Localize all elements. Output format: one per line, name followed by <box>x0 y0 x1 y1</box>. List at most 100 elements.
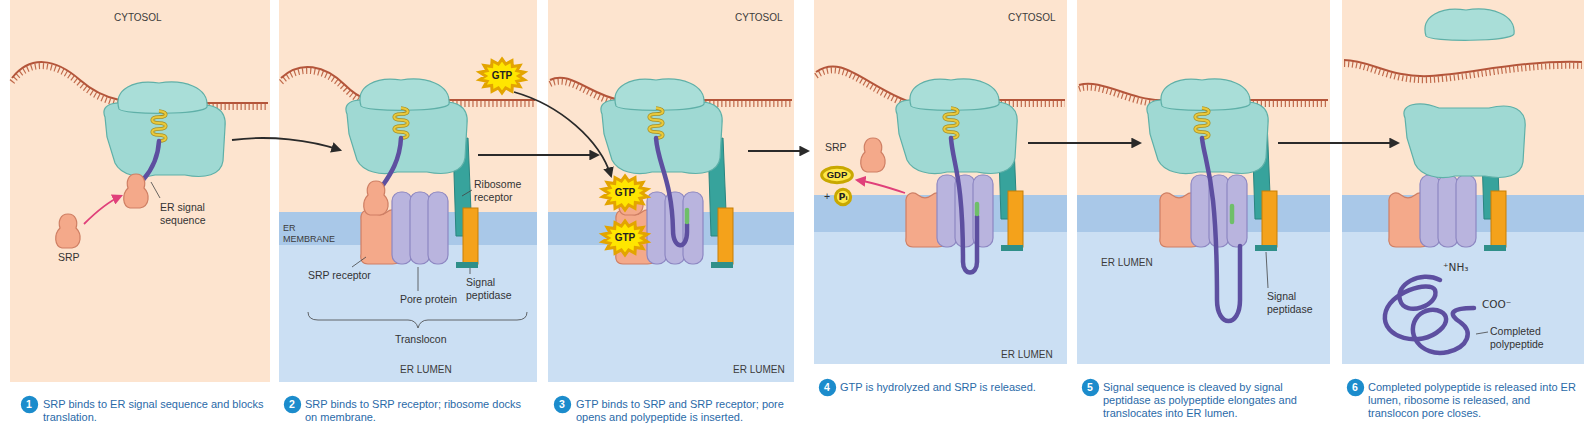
illustration-use <box>152 111 166 141</box>
illustration-use <box>104 103 225 177</box>
illustration-path <box>975 204 980 214</box>
region-label: ER MEMBRANE <box>283 223 335 245</box>
phosphate-circle: Pᵢ <box>835 189 851 205</box>
illustration-use <box>944 108 958 138</box>
illustration-rect <box>10 0 270 382</box>
illustration-path <box>1230 206 1235 222</box>
illustration-path <box>514 92 611 176</box>
gtp-burst-text: GTP <box>615 233 636 243</box>
region-label: ER LUMEN <box>733 364 785 376</box>
step-number: 2 <box>285 397 300 412</box>
part-label: Pore protein <box>400 293 457 306</box>
illustration-use <box>346 100 467 174</box>
step-number: 3 <box>555 397 570 412</box>
illustration-rect <box>1342 0 1584 195</box>
illustration-path <box>1028 142 1140 144</box>
bracket-label: Translocon <box>395 333 447 346</box>
illustration-use <box>364 181 388 215</box>
step-number-outline <box>22 397 36 411</box>
step-number-text: 5 <box>1087 382 1093 393</box>
step-number: 5 <box>1083 380 1098 395</box>
illustration-path <box>816 70 1065 110</box>
illustration-path <box>462 190 472 196</box>
phosphate-circle-text: Pᵢ <box>838 192 847 202</box>
phosphate-circle-outline <box>835 189 850 204</box>
illustration-path <box>84 196 121 224</box>
part-label: SRP <box>58 251 80 264</box>
gdp-oval-text: GDP <box>827 170 848 180</box>
illustration-path <box>1278 142 1398 144</box>
illustration-rect <box>1077 0 1330 195</box>
illustration-use <box>1161 79 1250 110</box>
step-number-outline <box>555 397 569 411</box>
illustration-path <box>151 182 160 198</box>
step-number-outline <box>285 397 299 411</box>
step-caption: SRP binds to ER signal sequence and bloc… <box>43 398 265 424</box>
gdp-oval-outline <box>822 167 853 182</box>
gtp-burst-outline <box>603 176 648 210</box>
region-label: ER LUMEN <box>1001 349 1053 361</box>
step-number-text: 2 <box>289 399 295 410</box>
part-label: Completed polypeptide <box>1490 325 1562 350</box>
step-number: 4 <box>820 380 835 395</box>
illustration-path <box>478 154 598 156</box>
illustration-rect <box>279 0 537 212</box>
illustration-use <box>1195 108 1209 138</box>
step-caption: Completed polypeptide is released into E… <box>1368 381 1583 421</box>
illustration-use <box>56 214 80 248</box>
gtp-burst-text: GTP <box>492 71 513 81</box>
illustration-use <box>910 79 999 110</box>
illustration-path <box>1202 138 1240 321</box>
gdp-oval: GDP <box>821 167 853 183</box>
illustration-path <box>308 312 527 328</box>
illustration-rect <box>814 232 1067 364</box>
illustration-path <box>143 141 159 180</box>
step-number-text: 4 <box>824 382 830 393</box>
part-label: Ribosome receptor <box>474 178 536 203</box>
illustration-path <box>1344 60 1582 76</box>
illustration-rect <box>548 0 794 212</box>
part-label: SRP receptor <box>308 269 371 282</box>
illustration-use <box>124 174 148 208</box>
illustration-path <box>1476 332 1488 334</box>
part-label: ER signal sequence <box>160 201 222 226</box>
region-label: ER LUMEN <box>400 364 452 376</box>
illustration-use <box>1404 104 1525 178</box>
gtp-burst-outline <box>480 59 525 93</box>
step-number: 6 <box>1348 380 1363 395</box>
step-caption: GTP binds to SRP and SRP receptor; pore … <box>576 398 790 424</box>
illustration-rect <box>814 0 1067 195</box>
illustration-rect <box>548 245 794 382</box>
illustration-path <box>951 138 977 273</box>
illustration-path <box>470 268 471 274</box>
illustration-path <box>1385 277 1474 353</box>
gtp-burst: GTP <box>602 176 648 210</box>
illustration-path <box>1266 252 1268 288</box>
illustration-path <box>418 267 419 291</box>
region-label: CYTOSOL <box>735 12 783 24</box>
terminus-label: COO⁻ <box>1482 298 1511 311</box>
illustration-use <box>649 108 663 138</box>
region-label: CYTOSOL <box>114 12 162 24</box>
illustration-path <box>352 257 366 267</box>
step-number-outline <box>1083 380 1097 394</box>
illustration-use <box>1425 9 1514 40</box>
terminus-label: ⁺NH₃ <box>1443 261 1469 274</box>
illustration-path <box>857 180 905 193</box>
illustration-use <box>394 108 408 138</box>
part-label: Signal peptidase <box>1267 290 1319 315</box>
illustration-use <box>118 82 207 113</box>
illustration-path <box>383 138 401 185</box>
gtp-burst-text: GTP <box>615 188 636 198</box>
illustration-path <box>656 138 687 245</box>
step-number: 1 <box>22 397 37 412</box>
illustration-path <box>748 150 808 152</box>
step-number-outline <box>820 380 834 394</box>
illustration-rect <box>1342 232 1584 364</box>
step-caption: GTP is hydrolyzed and SRP is released. <box>840 381 1062 394</box>
step-number-text: 6 <box>1352 382 1358 393</box>
gtp-burst-outline <box>603 221 648 255</box>
step-number-text: 3 <box>559 399 565 410</box>
